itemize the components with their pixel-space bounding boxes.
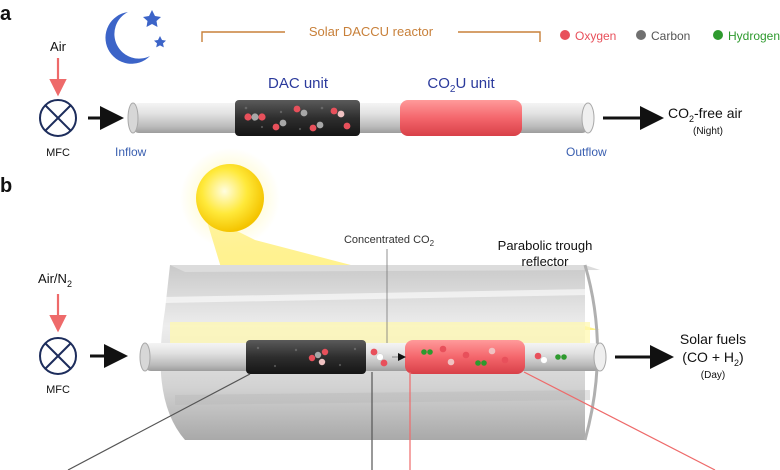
mfc-icon-a — [39, 99, 77, 137]
air-n2-label: Air/N2 — [38, 271, 72, 289]
fuels-label-line2: (CO + H2) — [682, 349, 743, 368]
fuels-label-line1: Solar fuels — [680, 331, 746, 347]
fuels-note: (Day) — [701, 370, 725, 381]
co2u-molecules — [421, 345, 509, 366]
air-label: Air — [50, 39, 67, 54]
reactor-title: Solar DACCU reactor — [309, 24, 434, 39]
legend-oxygen-label: Oxygen — [575, 29, 616, 43]
legend-carbon-label: Carbon — [651, 29, 690, 43]
dac-molecules-b — [308, 348, 329, 366]
outflow-label: Outflow — [566, 145, 607, 159]
sun-icon — [180, 148, 280, 248]
legend-carbon-dot — [636, 30, 646, 40]
concentrated-co2-label: Concentrated CO2 — [344, 234, 435, 248]
co2u-unit-body — [400, 100, 522, 136]
outflow-molecules — [534, 352, 567, 364]
title-bracket-left — [201, 31, 285, 42]
reactor-tube-a — [127, 100, 595, 136]
dac-unit-body-b — [246, 340, 366, 374]
dac-callout-line — [67, 373, 251, 470]
inflow-label: Inflow — [115, 145, 147, 159]
reactor-tube-b — [139, 340, 607, 374]
output-label-a: CO2-free air — [668, 105, 743, 124]
legend-oxygen-dot — [560, 30, 570, 40]
output-note-a: (Night) — [693, 126, 723, 137]
moon-stars-icon — [105, 10, 166, 64]
dac-unit-body — [235, 100, 360, 136]
panel-b-letter: b — [0, 175, 12, 197]
title-bracket-right — [458, 31, 541, 42]
legend-hydrogen-dot — [713, 30, 723, 40]
mfc-label-a: MFC — [46, 147, 70, 159]
co2u-callout-line-right — [523, 371, 716, 470]
mfc-icon-b — [39, 337, 77, 375]
reflector-label-line2: reflector — [522, 254, 570, 269]
dac-molecules-a — [244, 105, 351, 132]
panel-a-letter: a — [0, 3, 12, 25]
concentrated-co2-molecules — [370, 348, 388, 367]
dac-unit-label: DAC unit — [268, 75, 329, 92]
legend: Oxygen Carbon Hydrogen — [560, 29, 780, 43]
mfc-label-b: MFC — [46, 384, 70, 396]
legend-hydrogen-label: Hydrogen — [728, 29, 780, 43]
co2u-unit-label: CO2U unit — [427, 75, 495, 95]
reflector-label-line1: Parabolic trough — [498, 238, 593, 253]
